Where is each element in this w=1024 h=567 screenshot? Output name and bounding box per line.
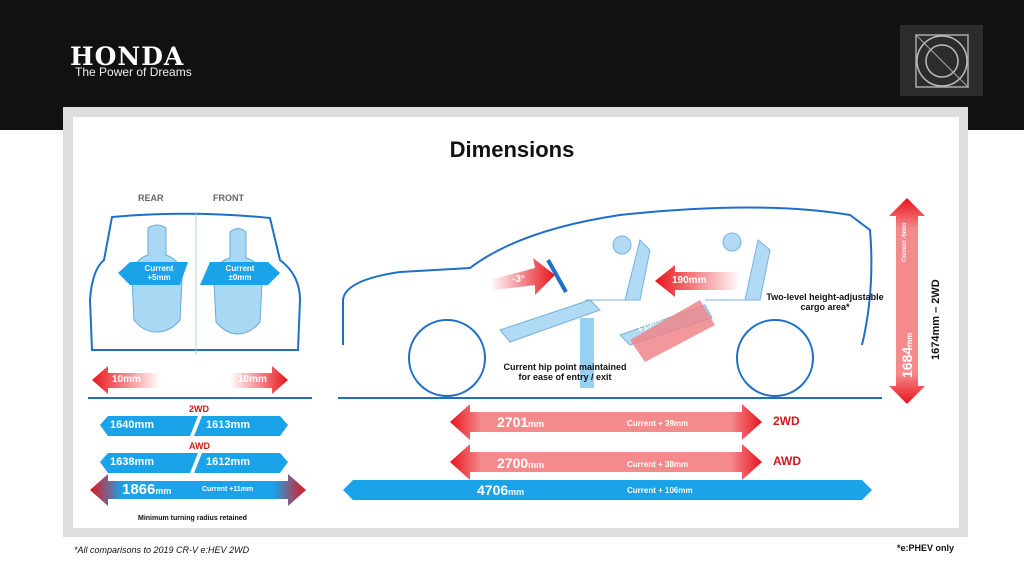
legroom-arrow [655,265,740,297]
width-arrow [90,474,306,506]
tread-2wd-rear-shape [100,416,198,436]
left-offset-label: 10mm [112,374,141,385]
wheelbase-awd-number: 2700 [497,455,529,471]
right-offset-label: 10mm [238,374,267,385]
rear-label: REAR [138,193,164,203]
wheelbase-2wd-number: 2701 [497,414,529,430]
front-badge-shape [200,262,280,285]
seat-angle-arrow [490,258,555,295]
front-view-outline [88,212,312,399]
wheelbase-2wd-label: 2WD [773,414,800,428]
tagline: The Power of Dreams [75,65,192,79]
wheelbase-awd-arrow [450,444,762,480]
wheelbase-2wd-value: 2701mm [497,414,544,430]
rear-seat-delta-shape [630,300,715,362]
tread-awd-front: 1612mm [206,456,251,468]
height-delta: Current -5mm [902,222,908,262]
width-number: 1866 [122,481,156,498]
wheelbase-awd-delta: Current + 38mm [627,460,689,469]
width-delta: Current +11mm [202,486,254,493]
seat-angle-label: -3° [512,274,525,285]
wheelbase-2wd-arrow [450,404,762,440]
front-label: FRONT [213,193,244,203]
length-unit: mm [508,487,525,497]
tread-awd-rear: 1638mm [110,456,155,468]
length-value: 4706mm [477,482,524,498]
seat-angle-marker [546,259,568,293]
wheelbase-awd-label: AWD [773,454,801,468]
wheelbase-awd-unit: mm [528,460,545,470]
width-unit: mm [155,486,172,496]
length-arrow [343,480,872,500]
height-arrow [889,198,925,404]
tread-2wd-label: 2WD [189,404,209,414]
length-number: 4706 [477,482,509,498]
right-offset-arrow [230,366,288,394]
hip-point-bar [580,318,594,388]
rear-badge-shape [118,262,188,285]
rear-badge: Current+5mm [144,264,174,282]
tread-2wd-front: 1613mm [206,419,251,431]
height-unit: mm [905,332,914,347]
wheelbase-2wd-delta: Current + 39mm [627,419,689,428]
wheelbase-2wd-unit: mm [528,419,545,429]
side-view-outline [338,206,882,399]
honda-logo: HONDA [70,42,185,71]
wheelbase-awd-value: 2700mm [497,455,544,471]
front-badge: Current±0mm [225,264,255,282]
height-2wd-note: 1674mm – 2WD [930,279,942,360]
emblem-icon [900,25,983,96]
legroom-label: 190mm [672,275,707,286]
footnote-comparisons: *All comparisons to 2019 CR-V e:HEV 2WD [74,545,250,555]
height-number: 1684 [899,346,915,378]
height-value: 1684mm [899,333,915,378]
length-delta: Current + 106mm [627,486,693,495]
turning-radius-note: Minimum turning radius retained [138,515,247,522]
tread-awd-rear-shape [100,453,198,473]
left-offset-arrow [92,366,160,394]
width-value: 1866mm [122,481,171,498]
footnote-phev: *e:PHEV only [897,543,955,553]
tread-2wd-front-shape [194,416,288,436]
tread-2wd-rear: 1640mm [110,419,155,431]
tread-awd-label: AWD [189,441,210,451]
tread-awd-front-shape [194,453,288,473]
page-title: Dimensions [449,137,575,162]
